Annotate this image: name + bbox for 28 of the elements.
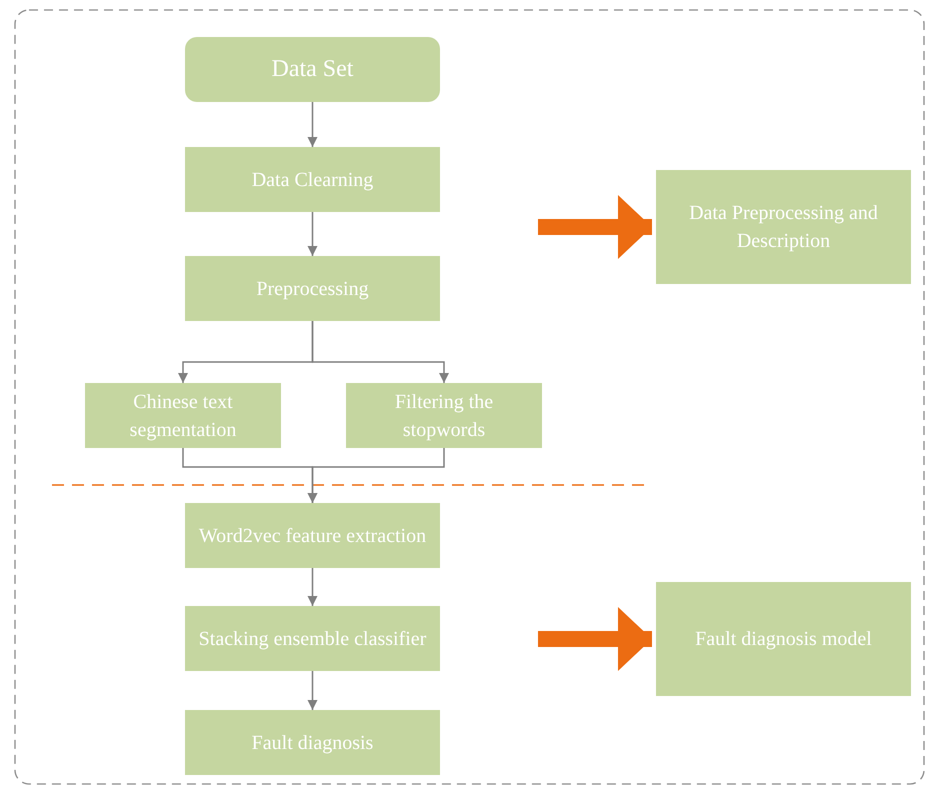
arrow [308, 212, 318, 256]
box-label: Fault diagnosis model [695, 627, 872, 652]
box-label: Stacking ensemble classifier [198, 626, 426, 652]
box-label: Fault diagnosis [252, 730, 374, 756]
process-box [85, 383, 281, 448]
arrow [308, 671, 318, 710]
process-box [185, 503, 440, 568]
box-label: Preprocessing [256, 276, 369, 302]
box-label: Data Preprocessing and Description [688, 201, 879, 254]
arrow [308, 102, 318, 147]
box-label: Data Clearning [252, 168, 374, 192]
process-box [185, 147, 440, 212]
arrow [308, 448, 445, 503]
arrow [538, 195, 652, 259]
arrow [312, 321, 449, 383]
process-box [185, 710, 440, 775]
process-box [185, 606, 440, 671]
box-label: Word2vec feature extraction [198, 524, 426, 548]
process-box [656, 582, 911, 696]
arrow [308, 568, 318, 606]
box-label: Chinese text segmentation [128, 390, 238, 442]
process-box [656, 170, 911, 284]
process-box [185, 256, 440, 321]
arrow [538, 607, 652, 671]
process-box [346, 383, 542, 448]
process-box [185, 37, 440, 102]
box-label: Filtering the stopwords [394, 390, 494, 442]
box-label: Data Set [272, 54, 354, 84]
